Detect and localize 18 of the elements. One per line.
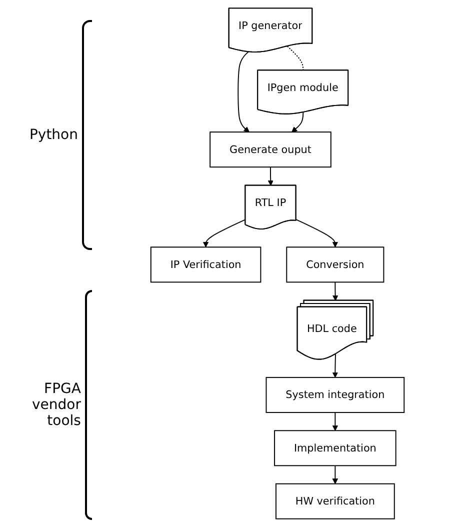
arrow xyxy=(332,412,338,431)
arrow xyxy=(292,112,304,132)
connector xyxy=(286,46,304,71)
arrow xyxy=(238,51,250,132)
node-box: Implementation xyxy=(274,430,396,466)
node-box: IP Verification xyxy=(150,246,262,283)
group-label: Python xyxy=(29,127,78,143)
group-label: FPGA vendor tools xyxy=(30,381,81,429)
node-box: System integration xyxy=(266,376,405,413)
arrow xyxy=(332,354,338,378)
arrow xyxy=(296,219,338,248)
node-box: Generate ouput xyxy=(210,132,332,168)
arrow xyxy=(202,219,246,248)
arrow xyxy=(332,282,338,301)
node-box: HW verification xyxy=(275,483,395,520)
node-box: Conversion xyxy=(286,246,384,283)
arrow xyxy=(332,465,338,484)
arrow xyxy=(268,166,274,186)
